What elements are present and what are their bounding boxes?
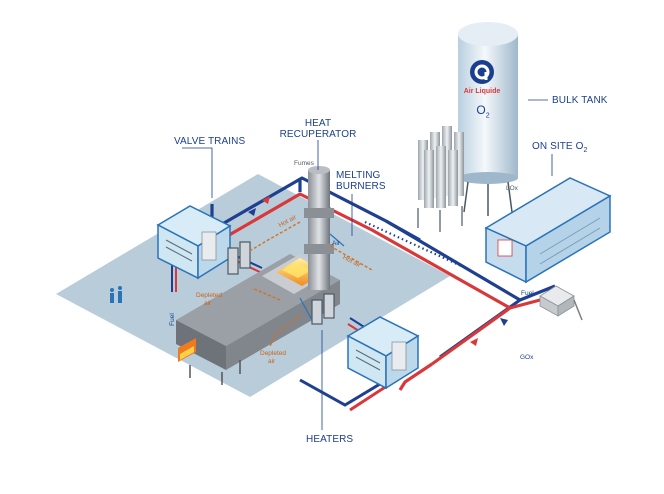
flow-gox: GOx	[520, 354, 534, 361]
tank-gas: O2	[468, 104, 498, 122]
label-valve-trains: VALVE TRAINS	[174, 136, 246, 147]
label-melting-burners-1: MELTING	[336, 170, 381, 181]
fuel-skid	[539, 285, 583, 321]
hot-air-arrows	[247, 221, 373, 347]
bulk-tank	[458, 22, 518, 216]
label-bulk-tank: BULK TANK	[552, 95, 608, 106]
on-site-o2-container	[484, 177, 612, 284]
valve-train-right	[346, 316, 420, 390]
flow-arrows	[248, 196, 508, 346]
label-heat-recuperator-1: HEAT	[304, 118, 332, 129]
heat-recuperator-stack	[304, 166, 334, 290]
flow-depleted-air-left-2: air	[204, 300, 212, 307]
flow-depleted-air-left-1: Depleted	[196, 292, 223, 299]
air-arrows	[299, 233, 345, 321]
label-melting-burners-2: BURNERS	[336, 181, 386, 192]
label-on-site-o2-sub: 2	[583, 147, 588, 154]
flow-fumes: Fumes	[294, 160, 314, 167]
flow-depleted-air-right-2: air	[268, 358, 276, 365]
flow-fuel-left: Fuel	[168, 313, 176, 326]
label-on-site-o2: ON SITE O2	[532, 141, 587, 156]
tank-gas-text: O	[476, 103, 486, 117]
melting-burners	[227, 241, 335, 325]
flow-fuel-right: Fuel	[521, 290, 534, 297]
label-on-site-o2-text: ON SITE O	[532, 141, 584, 152]
flow-depleted-air-right-1: Depleted	[260, 350, 287, 357]
flow-lox: LOx	[506, 185, 518, 192]
oxygen-dotted-line	[364, 220, 471, 272]
tank-gas-sub: 2	[485, 112, 490, 120]
tank-brand: Air Liquide	[463, 88, 501, 95]
label-heaters: HEATERS	[306, 434, 354, 445]
leader-lines	[182, 99, 553, 430]
vaporizer-columns	[417, 126, 464, 232]
valve-train-left	[156, 205, 232, 280]
label-heat-recuperator-2: RECUPERATOR	[279, 129, 357, 140]
flow-air: Air	[332, 240, 340, 247]
operators	[110, 286, 122, 303]
